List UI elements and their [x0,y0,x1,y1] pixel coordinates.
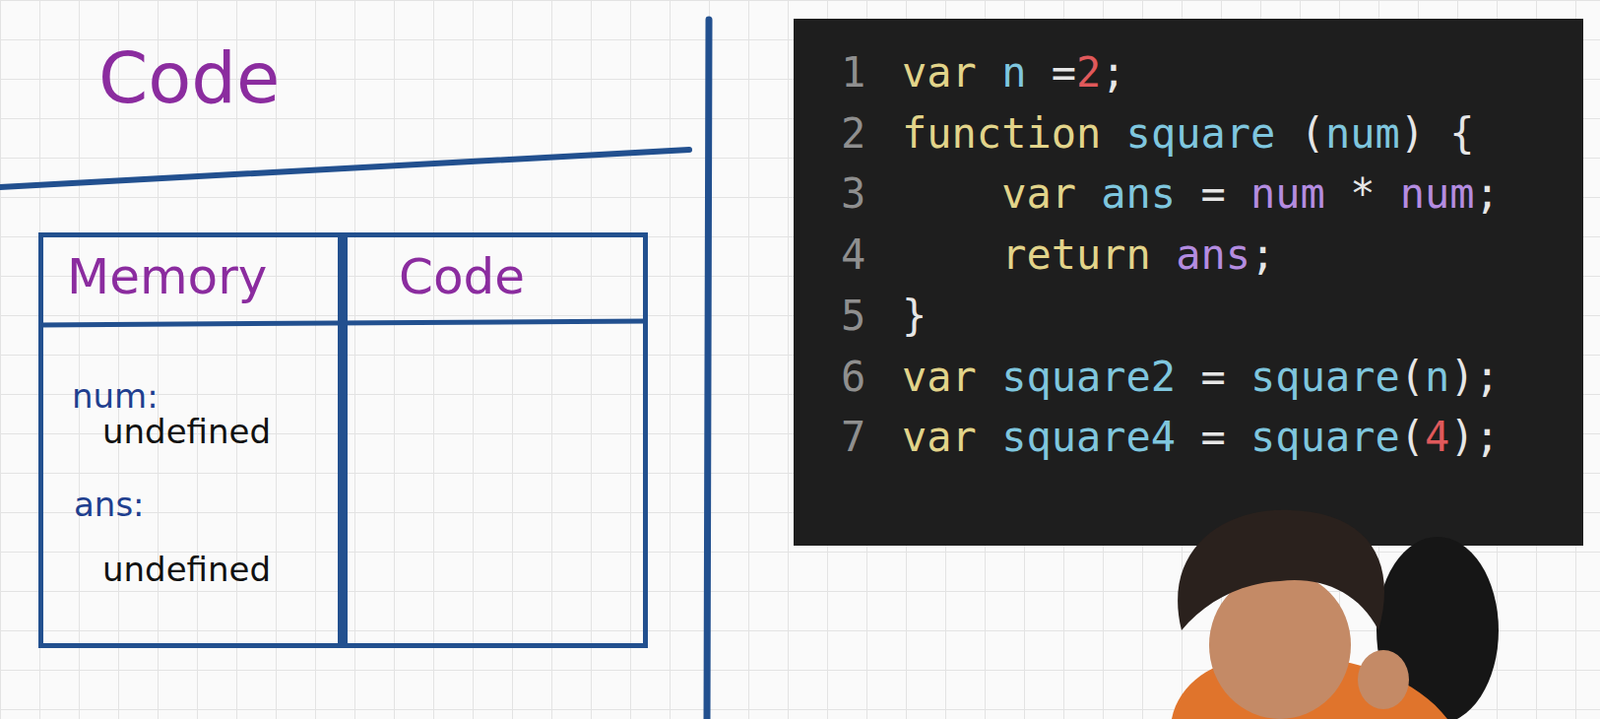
code-line: function square (num) { [901,110,1475,158]
code-line: var ans = num * num; [1001,170,1500,218]
variable-value: undefined [102,412,271,451]
line-number: 6 [840,353,866,401]
board-heading: Code [98,37,280,120]
variable-value: undefined [102,550,271,589]
code-line: var square4 = square(4); [901,413,1500,461]
line-number: 1 [840,49,866,97]
column-heading: Memory [66,249,267,307]
divider-line [0,149,690,188]
code-line: var n =2; [901,49,1127,97]
code-column: Code [342,232,648,648]
line-number: 3 [840,170,866,218]
line-number: 4 [840,231,866,279]
code-line: return ans; [1001,231,1276,279]
line-number: 5 [840,292,866,340]
code-line: } [901,292,927,340]
code-line: var square2 = square(n); [901,353,1500,401]
face [1209,571,1351,719]
hand [1357,649,1409,709]
shirt [1171,653,1448,719]
variable-name: num: [71,377,159,416]
line-number: 7 [840,413,866,461]
variable-name: ans: [73,485,145,524]
chair [1376,536,1499,719]
code-panel: 1 var n =2; 2 function square (num) { 3 var a… [793,18,1584,546]
hair [1177,510,1385,631]
divider-line [706,19,709,719]
memory-column: Memorynum:undefinedans:undefined [38,232,343,648]
column-heading: Code [398,249,525,307]
line-number: 2 [840,110,866,158]
